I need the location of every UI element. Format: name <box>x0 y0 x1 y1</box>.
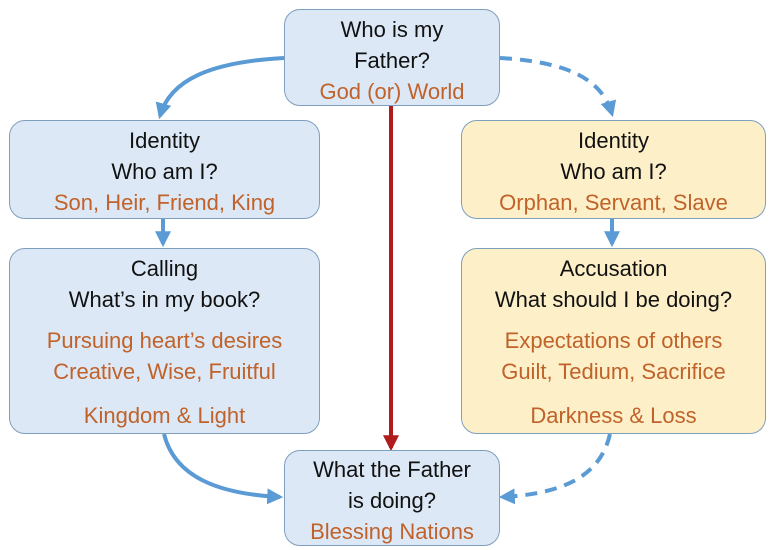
bottom-box: What the Father is doing? Blessing Natio… <box>284 450 500 546</box>
arrow-top-to-right-identity <box>499 56 617 118</box>
top-box: Who is my Father? God (or) World <box>284 9 500 106</box>
bottom-line1: What the Father <box>313 457 471 482</box>
left-calling-title: Calling <box>130 256 199 281</box>
arrow-top-to-left-identity <box>155 56 285 120</box>
arrow-calling-to-bottom <box>162 433 284 505</box>
top-line1: Who is my <box>340 17 444 42</box>
left-calling-question: What’s in my book? <box>68 287 261 312</box>
left-calling-line2: Creative, Wise, Fruitful <box>53 359 276 384</box>
right-accusation-title: Accusation <box>559 256 668 281</box>
right-identity-box: Identity Who am I? Orphan, Servant, Slav… <box>461 120 766 219</box>
bottom-sub: Blessing Nations <box>310 519 474 544</box>
right-accusation-question: What should I be doing? <box>494 287 733 312</box>
bottom-line2: is doing? <box>347 488 437 513</box>
left-calling-line1: Pursuing heart’s desires <box>46 328 283 353</box>
left-identity-question: Who am I? <box>111 159 218 184</box>
right-identity-answer: Orphan, Servant, Slave <box>499 190 728 215</box>
left-identity-box: Identity Who am I? Son, Heir, Friend, Ki… <box>9 120 320 219</box>
right-identity-question: Who am I? <box>560 159 667 184</box>
left-identity-title: Identity <box>129 128 200 153</box>
right-accusation-box: Accusation What should I be doing? Expec… <box>461 248 766 434</box>
top-sub: God (or) World <box>319 79 465 104</box>
left-identity-answer: Son, Heir, Friend, King <box>53 190 276 215</box>
left-calling-box: Calling What’s in my book? Pursuing hear… <box>9 248 320 434</box>
right-accusation-line1: Expectations of others <box>504 328 723 353</box>
top-line2: Father? <box>354 48 430 73</box>
left-calling-line3: Kingdom & Light <box>83 403 246 428</box>
right-accusation-line3: Darkness & Loss <box>530 403 697 428</box>
right-identity-title: Identity <box>578 128 649 153</box>
arrow-accusation-to-bottom <box>498 433 612 505</box>
right-accusation-line2: Guilt, Tedium, Sacrifice <box>501 359 726 384</box>
